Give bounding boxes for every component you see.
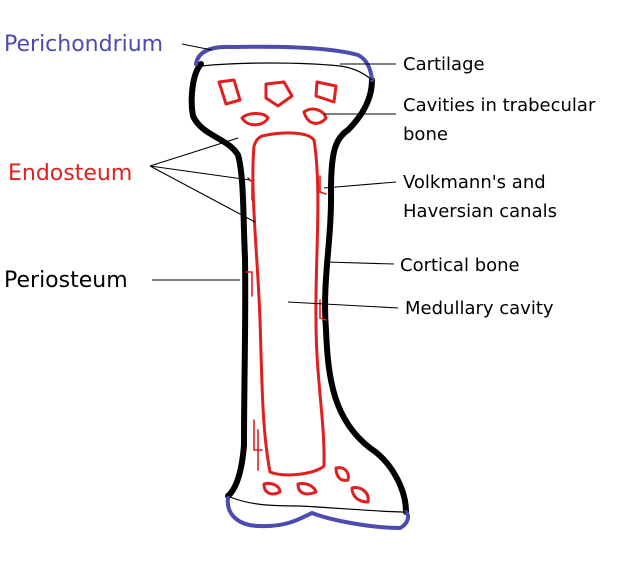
leader-perichondrium — [181, 43, 213, 51]
canal-mark — [319, 299, 327, 321]
medullary-cavity-outline — [251, 131, 326, 477]
leader-endosteum-b — [149, 165, 251, 181]
cavity-shape — [240, 112, 270, 127]
leader-lines — [149, 43, 399, 309]
label-medullary-cavity: Medullary cavity — [405, 298, 554, 319]
perichondrium-bottom — [225, 496, 410, 531]
cartilage-boundary-bottom — [229, 496, 407, 513]
leader-endosteum-c — [149, 165, 256, 223]
cavity-shape — [302, 107, 328, 125]
canal-mark — [253, 419, 263, 451]
cavity-shape — [264, 80, 294, 108]
label-perichondrium: Perichondrium — [4, 32, 163, 57]
trabecular-cavities — [217, 78, 370, 504]
label-endosteum: Endosteum — [8, 161, 132, 186]
label-periosteum: Periosteum — [4, 268, 128, 293]
canal-mark — [245, 271, 253, 297]
cavity-shape — [296, 482, 318, 496]
leader-canals — [323, 181, 397, 189]
cartilage-boundary-top — [200, 62, 373, 81]
cavity-shape — [314, 80, 338, 104]
cavity-shape — [350, 486, 370, 504]
label-cartilage: Cartilage — [403, 54, 485, 75]
leader-medullary — [287, 301, 399, 309]
leader-endosteum-a — [149, 137, 239, 167]
label-cavities-line2: bone — [403, 124, 448, 145]
canal-mark — [247, 177, 253, 201]
label-cavities-line1: Cavities in trabecular — [403, 95, 596, 116]
label-cortical-bone: Cortical bone — [400, 255, 520, 276]
label-canals-line1: Volkmann's and — [403, 172, 546, 193]
canal-mark — [319, 175, 327, 195]
leader-cortical — [325, 261, 395, 265]
cavity-shape — [262, 482, 282, 496]
label-canals-line2: Haversian canals — [403, 201, 557, 222]
cavity-shape — [217, 78, 242, 106]
haversian-canals — [245, 175, 327, 471]
periosteum-outline — [188, 61, 409, 515]
cavity-shape — [334, 466, 350, 482]
